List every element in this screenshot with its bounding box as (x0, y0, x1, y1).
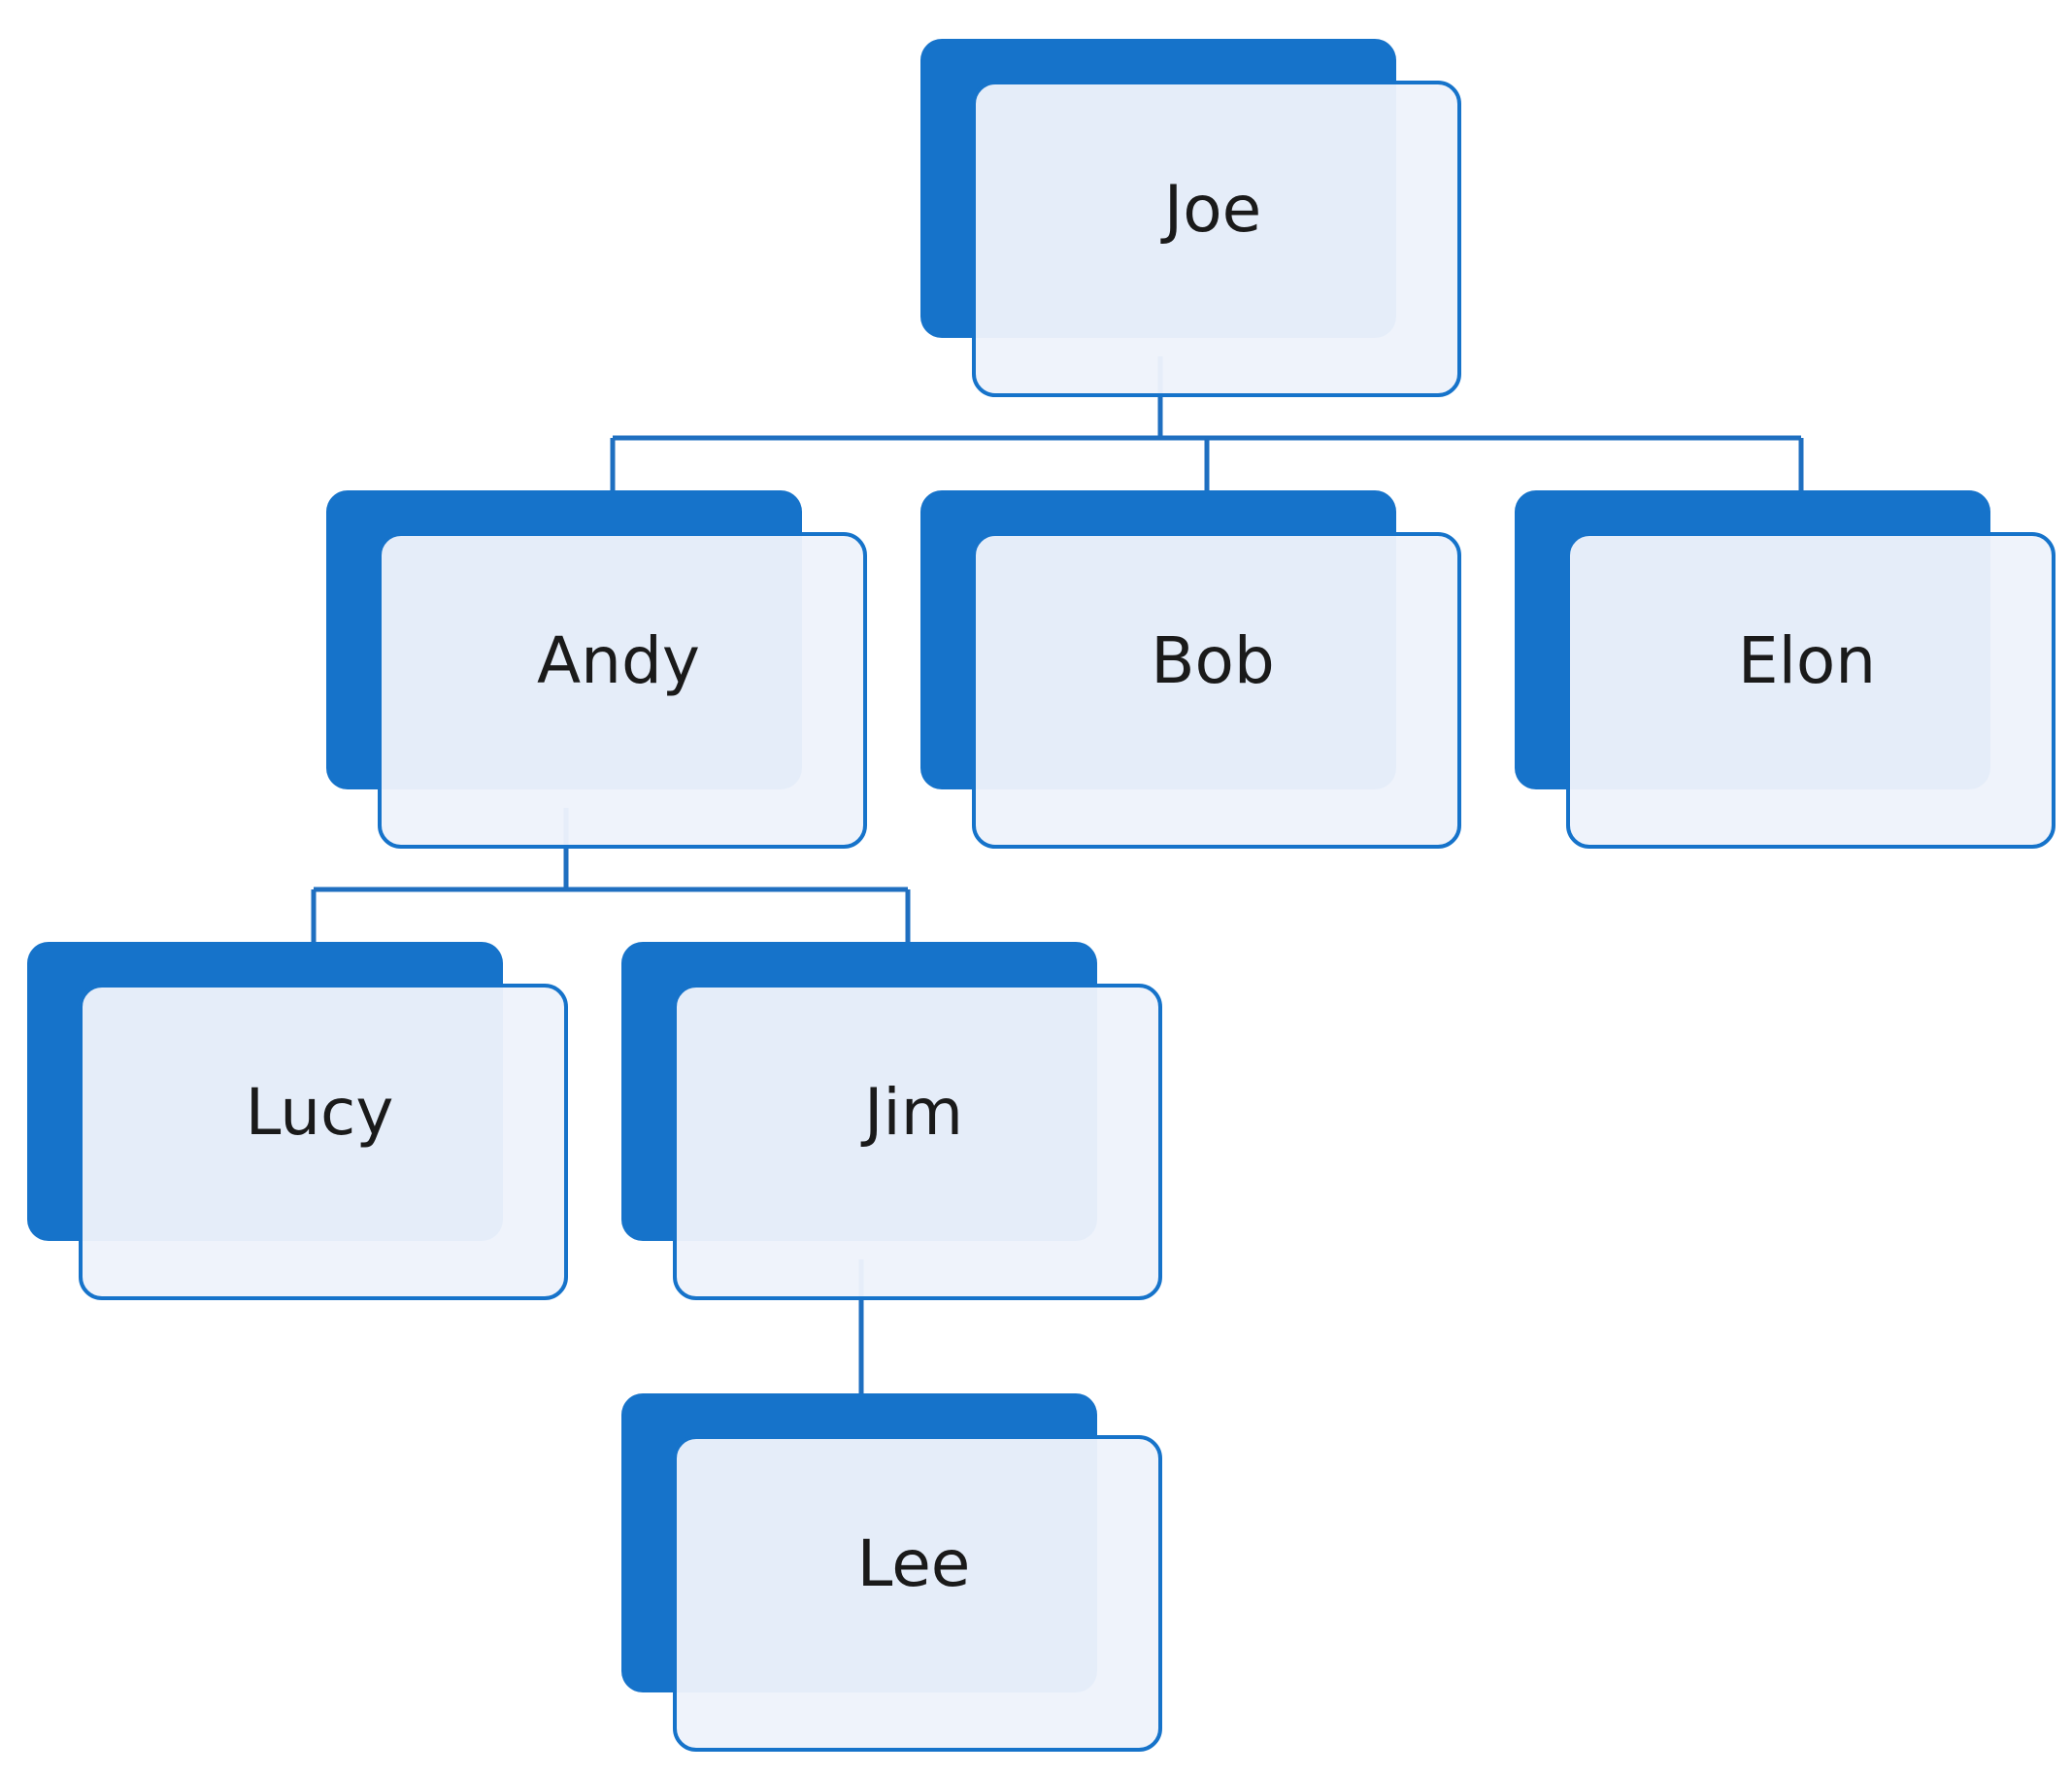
node-label: Lucy (246, 1075, 394, 1150)
node-jim[interactable]: Jim (621, 942, 1162, 1300)
node-bob[interactable]: Bob (920, 490, 1461, 849)
node-jim-card (673, 984, 1162, 1300)
node-label: Lee (857, 1526, 971, 1601)
node-lee-card (673, 1435, 1162, 1752)
node-label: Joe (1160, 172, 1261, 247)
node-lucy[interactable]: Lucy (27, 942, 568, 1300)
node-label: Jim (860, 1075, 963, 1150)
node-andy-card (378, 532, 867, 849)
node-lee[interactable]: Lee (621, 1393, 1162, 1752)
node-bob-card (972, 532, 1461, 849)
node-elon-card (1566, 532, 2055, 849)
node-elon[interactable]: Elon (1515, 490, 2055, 849)
node-andy[interactable]: Andy (326, 490, 867, 849)
node-joe[interactable]: Joe (920, 39, 1461, 397)
node-label: Bob (1151, 623, 1275, 698)
node-label: Elon (1738, 623, 1876, 698)
node-label: Andy (537, 623, 700, 698)
node-lucy-card (79, 984, 568, 1300)
node-joe-card (972, 81, 1461, 397)
